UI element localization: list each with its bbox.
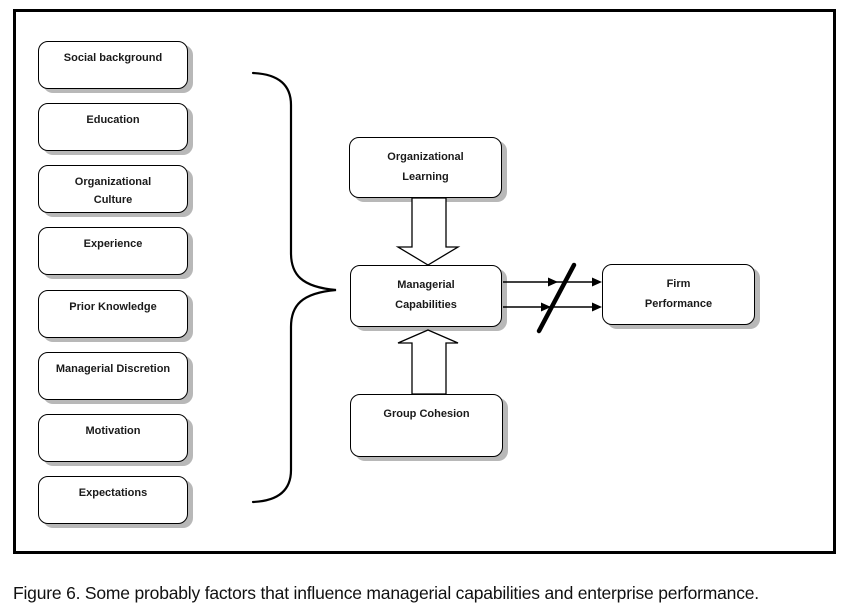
factor-box-prior-knowledge: Prior Knowledge	[38, 290, 188, 338]
factor-box-education: Education	[38, 103, 188, 151]
factor-label: Experience	[83, 238, 143, 250]
factor-label: Education	[86, 114, 140, 126]
factor-label: Expectations	[78, 487, 148, 499]
node-label: Firm Performance	[644, 278, 713, 310]
factor-label: Prior Knowledge	[69, 301, 157, 313]
factor-label: Motivation	[85, 425, 141, 437]
node-label: Managerial Capabilities	[395, 279, 457, 311]
factor-box-experience: Experience	[38, 227, 188, 275]
factor-label: Organizational Culture	[74, 176, 152, 206]
factor-box-organizational-culture: Organizational Culture	[38, 165, 188, 213]
factor-box-managerial-discretion: Managerial Discretion	[38, 352, 188, 400]
figure-caption: Figure 6. Some probably factors that inf…	[13, 583, 759, 603]
factor-box-social-background: Social background	[38, 41, 188, 89]
node-firm-performance: Firm Performance	[602, 264, 755, 325]
factor-label: Managerial Discretion	[55, 363, 171, 375]
factor-box-expectations: Expectations	[38, 476, 188, 524]
factor-box-motivation: Motivation	[38, 414, 188, 462]
node-group-cohesion: Group Cohesion	[350, 394, 503, 457]
node-label: Group Cohesion	[383, 408, 470, 420]
node-label: Organizational Learning	[387, 151, 464, 183]
node-managerial-capabilities: Managerial Capabilities	[350, 265, 502, 327]
factor-label: Social background	[63, 52, 163, 64]
node-organizational-learning: Organizational Learning	[349, 137, 502, 198]
